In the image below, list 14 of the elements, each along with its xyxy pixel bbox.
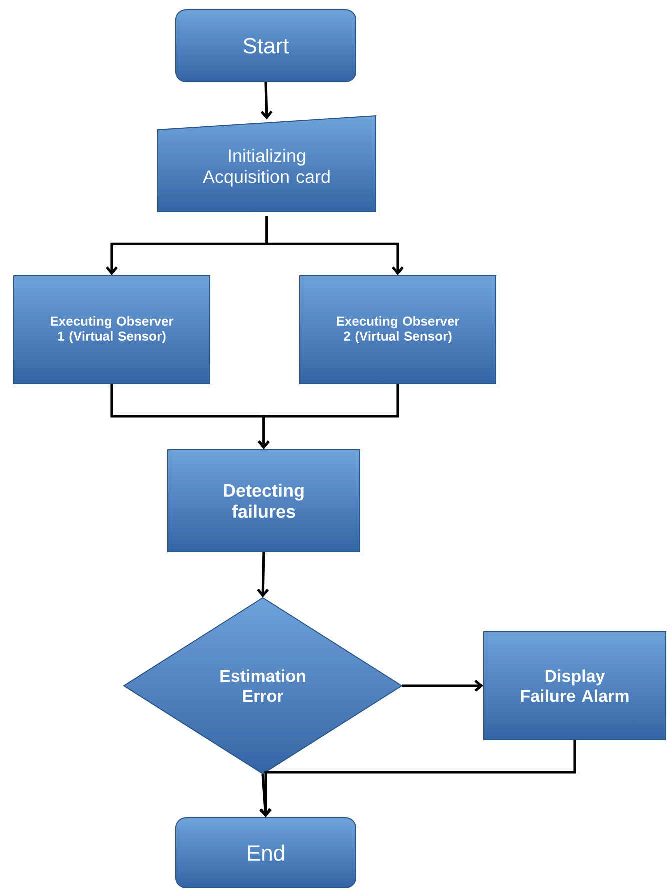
arrow bbox=[260, 774, 272, 818]
arrow bbox=[260, 740, 576, 818]
process-box: Display Failure Alarm bbox=[484, 632, 666, 740]
arrow bbox=[266, 216, 404, 276]
process-box: Executing Observer 1 (Virtual Sensor) bbox=[14, 276, 210, 384]
process-box: Executing Observer 2 (Virtual Sensor) bbox=[300, 276, 496, 384]
terminal-box: End bbox=[176, 818, 356, 888]
arrow bbox=[402, 680, 484, 692]
manual-input-box: Initializing Acquisition card bbox=[158, 115, 376, 212]
terminal-box: Start bbox=[176, 9, 356, 82]
arrow bbox=[257, 552, 270, 598]
arrow bbox=[260, 82, 273, 120]
process-box: Detecting failures bbox=[168, 450, 360, 552]
arrow bbox=[258, 384, 400, 450]
